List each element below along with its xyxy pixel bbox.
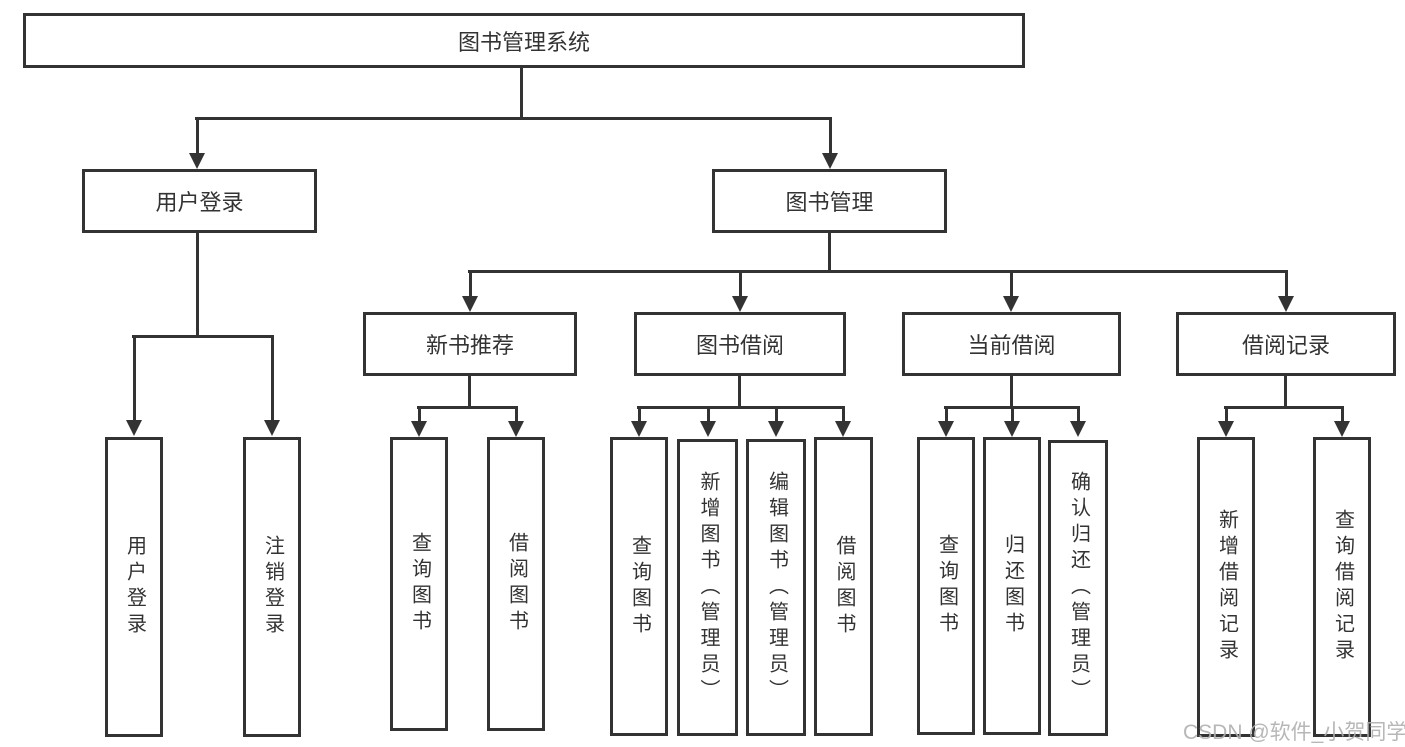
leaf-query-borrow-record-label: 查询借阅记录 bbox=[1331, 509, 1354, 665]
arrow-g3-query-books bbox=[631, 408, 647, 437]
node-book-management: 图书管理 bbox=[712, 169, 947, 233]
arrow-to-borrow-records bbox=[1278, 272, 1294, 312]
arrow-g5-add-record bbox=[1218, 408, 1234, 437]
connector-root-stem bbox=[520, 68, 523, 118]
connector-new-book-recommend-rail bbox=[417, 406, 518, 409]
connector-new-book-recommend-stem bbox=[468, 376, 471, 409]
leaf-add-book-admin: 新增图书（管理员） bbox=[677, 439, 738, 736]
node-root-label: 图书管理系统 bbox=[457, 29, 590, 55]
arrow-g4-query-books bbox=[938, 408, 954, 437]
leaf-user-login-label: 用户登录 bbox=[123, 535, 146, 639]
node-book-borrow: 图书借阅 bbox=[634, 312, 846, 376]
connector-book-borrow-rail bbox=[637, 406, 845, 409]
node-user-login: 用户登录 bbox=[82, 169, 317, 233]
leaf-borrow-borrow-books: 借阅图书 bbox=[814, 437, 873, 736]
arrow-g3-add-book bbox=[700, 408, 716, 437]
connector-user-login-rail bbox=[132, 335, 274, 338]
arrow-to-user-login bbox=[189, 118, 205, 169]
node-new-book-recommend-label: 新书推荐 bbox=[425, 333, 514, 358]
connector-root-rail bbox=[195, 117, 832, 120]
leaf-recommend-query-books-label: 查询图书 bbox=[408, 532, 431, 636]
leaf-current-query-books: 查询图书 bbox=[917, 437, 975, 735]
connector-current-borrow-rail bbox=[944, 406, 1080, 409]
leaf-add-borrow-record-label: 新增借阅记录 bbox=[1215, 509, 1238, 665]
arrow-g4-return-book bbox=[1004, 408, 1020, 437]
leaf-logout-label: 注销登录 bbox=[261, 535, 284, 639]
connector-book-management-rail bbox=[468, 270, 1288, 273]
node-new-book-recommend: 新书推荐 bbox=[363, 312, 577, 376]
node-book-management-label: 图书管理 bbox=[785, 190, 874, 215]
connector-book-borrow-stem bbox=[738, 376, 741, 409]
node-borrow-records-label: 借阅记录 bbox=[1241, 333, 1330, 358]
leaf-edit-book-admin-label: 编辑图书（管理员） bbox=[765, 470, 788, 705]
node-current-borrow-label: 当前借阅 bbox=[967, 333, 1056, 358]
arrow-to-new-book-recommend bbox=[462, 272, 478, 312]
arrow-to-leaf-user-login bbox=[126, 337, 142, 436]
arrow-g2-borrow-books bbox=[508, 408, 524, 437]
leaf-borrow-query-books-label: 查询图书 bbox=[628, 534, 651, 639]
arrow-g2-query-books bbox=[411, 408, 427, 437]
node-root: 图书管理系统 bbox=[23, 13, 1025, 68]
node-current-borrow: 当前借阅 bbox=[902, 312, 1121, 376]
leaf-add-borrow-record: 新增借阅记录 bbox=[1197, 437, 1255, 737]
leaf-query-borrow-record: 查询借阅记录 bbox=[1313, 437, 1371, 737]
leaf-confirm-return-admin: 确认归还（管理员） bbox=[1048, 440, 1108, 736]
leaf-return-book: 归还图书 bbox=[983, 437, 1041, 735]
connector-borrow-records-stem bbox=[1284, 376, 1287, 409]
csdn-watermark: CSDN @软件_小贺同学 bbox=[1183, 721, 1405, 744]
arrow-to-current-borrow bbox=[1003, 272, 1019, 312]
leaf-return-book-label: 归还图书 bbox=[1001, 534, 1024, 638]
leaf-recommend-query-books: 查询图书 bbox=[390, 437, 448, 731]
connector-borrow-records-rail bbox=[1224, 406, 1344, 409]
arrow-g3-edit-book bbox=[768, 408, 784, 437]
leaf-add-book-admin-label: 新增图书（管理员） bbox=[697, 470, 719, 705]
leaf-logout: 注销登录 bbox=[243, 437, 301, 737]
leaf-borrow-query-books: 查询图书 bbox=[610, 437, 668, 736]
leaf-edit-book-admin: 编辑图书（管理员） bbox=[746, 439, 806, 736]
leaf-current-query-books-label: 查询图书 bbox=[935, 534, 958, 638]
connector-user-login-stem bbox=[196, 233, 199, 337]
arrow-to-book-borrow bbox=[732, 272, 748, 312]
leaf-recommend-borrow-books-label: 借阅图书 bbox=[505, 532, 528, 636]
arrow-g4-confirm-return bbox=[1070, 408, 1086, 437]
leaf-borrow-borrow-books-label: 借阅图书 bbox=[833, 534, 855, 639]
arrow-g3-borrow-books bbox=[835, 408, 851, 437]
leaf-user-login: 用户登录 bbox=[105, 437, 163, 737]
leaf-recommend-borrow-books: 借阅图书 bbox=[487, 437, 545, 731]
leaf-confirm-return-admin-label: 确认归还（管理员） bbox=[1067, 471, 1090, 705]
node-borrow-records: 借阅记录 bbox=[1176, 312, 1396, 376]
arrow-g5-query-record bbox=[1334, 408, 1350, 437]
arrow-to-book-management bbox=[822, 118, 838, 169]
node-book-borrow-label: 图书借阅 bbox=[695, 333, 784, 358]
arrow-to-leaf-logout bbox=[264, 337, 280, 436]
connector-current-borrow-stem bbox=[1010, 376, 1013, 409]
connector-book-management-stem bbox=[828, 233, 831, 273]
node-user-login-label: 用户登录 bbox=[155, 190, 244, 215]
